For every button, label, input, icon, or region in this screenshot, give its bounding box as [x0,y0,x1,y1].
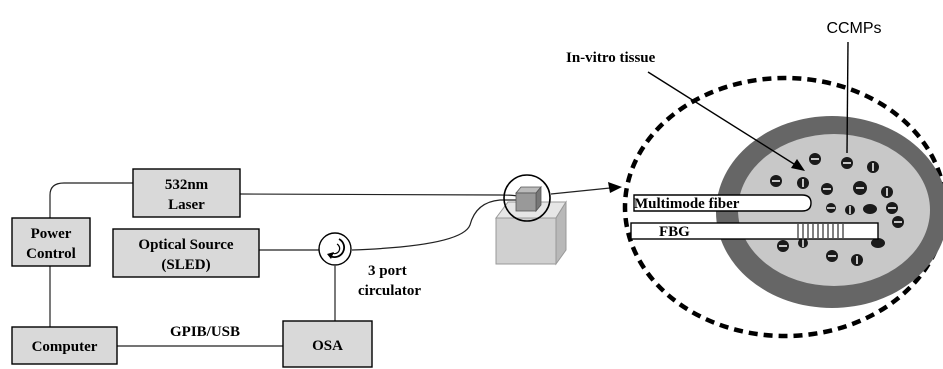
particle [892,216,904,228]
particle [809,153,821,165]
optical-source-label-line1: Optical Source [138,237,233,253]
osa-box [282,320,373,368]
computer-block: Computer [11,326,118,365]
circulator-arrow-icon [329,238,346,259]
fbg-fiber [630,222,879,240]
stage-front-face [495,217,557,265]
wire-circulator-to-probe [351,199,516,251]
power-control-box [11,217,91,267]
zoom-arrow-head [608,182,622,193]
tissue-zoom-view: Multimode fiber FBG [622,75,943,339]
annotations: In-vitro tissue CCMPs [566,20,882,171]
ccmps-pointer-line [846,41,849,154]
laser-label-line2: Laser [168,197,205,213]
fbg-label: FBG [659,224,690,240]
zoom-circle [503,174,551,222]
optical-source-box [112,228,260,278]
particle [881,186,893,198]
particle [777,240,789,252]
power-control-label-line2: Control [26,246,76,262]
wire-laser-to-probe [239,193,519,197]
power-control-label-line1: Power [31,226,72,242]
computer-box [11,326,118,365]
optical-source-label-line2: (SLED) [161,257,210,273]
ccmp-particles [770,153,904,266]
probe-stage [495,174,567,266]
particle [826,250,838,262]
in-vitro-pointer-head [791,159,805,171]
power-control-block: Power Control [11,217,91,267]
particle [871,238,885,248]
computer-label: Computer [32,339,98,355]
in-vitro-tissue-label: In-vitro tissue [566,50,656,66]
particle [863,204,877,214]
particle [826,203,836,213]
particle [851,254,863,266]
particle [798,238,808,248]
circulator-label-line2: circulator [358,283,421,299]
laser-box [132,168,241,218]
in-vitro-pointer-line [647,71,795,165]
laser-block: 532nm Laser [132,168,241,218]
wires [49,182,622,347]
particle [886,202,898,214]
multimode-fiber-label: Multimode fiber [634,196,740,212]
particle [770,175,782,187]
osa-label: OSA [312,338,343,354]
particle [853,181,867,195]
zoom-arrow-line [550,187,611,195]
osa-block: OSA [282,320,373,368]
optical-source-block: Optical Source (SLED) [112,228,260,278]
laser-label-line1: 532nm [165,177,209,193]
gpib-usb-label: GPIB/USB [170,324,240,340]
particle [797,177,809,189]
ccmps-label: CCMPs [826,20,881,37]
circulator-circle [318,232,352,266]
particle [845,205,855,215]
particle [821,183,833,195]
fbg-grating [797,224,844,238]
wire-power-to-laser [49,182,133,218]
circulator [318,232,352,266]
multimode-fiber [633,194,812,212]
particle [841,157,853,169]
particle [867,161,879,173]
circulator-label-line1: 3 port [368,263,407,279]
sample-cube [515,192,537,212]
